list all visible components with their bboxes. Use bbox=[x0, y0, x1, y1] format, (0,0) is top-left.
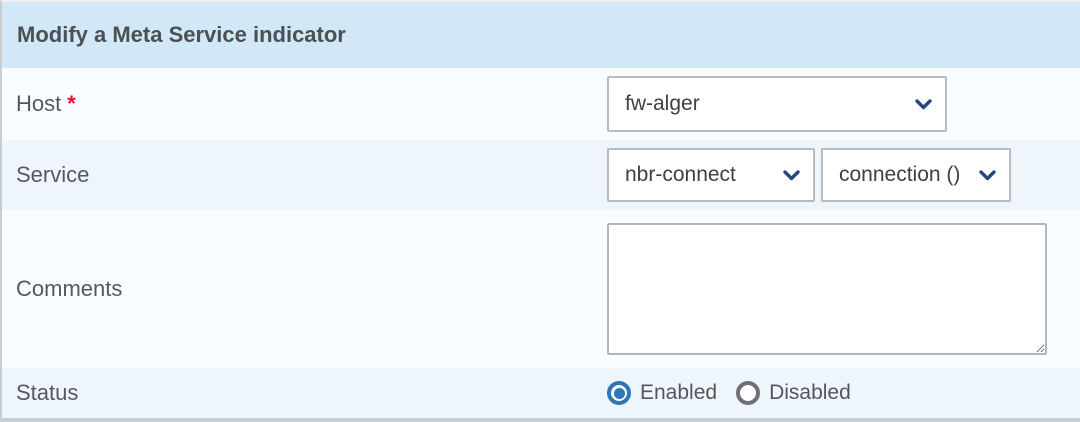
comments-label-cell: Comments bbox=[2, 276, 607, 302]
service-select[interactable]: nbr-connect bbox=[607, 148, 815, 202]
comments-row: Comments bbox=[2, 210, 1080, 368]
radio-dot bbox=[613, 387, 625, 399]
service-row: Service nbr-connect connection () bbox=[2, 140, 1080, 210]
metric-select[interactable]: connection () bbox=[821, 148, 1011, 202]
comments-textarea[interactable] bbox=[607, 223, 1047, 355]
status-field-cell: Enabled Disabled bbox=[607, 381, 851, 405]
form-header: Modify a Meta Service indicator bbox=[2, 2, 1080, 68]
service-field-cell: nbr-connect connection () bbox=[607, 148, 1011, 202]
radio-unselected-icon[interactable] bbox=[736, 381, 761, 405]
host-row: Host* fw-alger bbox=[2, 68, 1080, 140]
status-label-cell: Status bbox=[2, 380, 607, 406]
status-enabled-label: Enabled bbox=[640, 381, 718, 404]
service-select-value: nbr-connect bbox=[625, 163, 736, 186]
status-disabled-label: Disabled bbox=[769, 381, 851, 404]
host-select[interactable]: fw-alger bbox=[607, 76, 947, 132]
status-row: Status Enabled Disabled bbox=[2, 368, 1080, 418]
service-label-cell: Service bbox=[2, 162, 607, 188]
chevron-down-icon bbox=[979, 169, 996, 181]
host-label-cell: Host* bbox=[2, 91, 607, 117]
status-label: Status bbox=[16, 380, 79, 405]
chevron-down-icon bbox=[783, 169, 800, 181]
radio-selected-icon[interactable] bbox=[607, 381, 631, 405]
status-enabled-option[interactable]: Enabled bbox=[607, 381, 717, 405]
service-label: Service bbox=[16, 162, 90, 187]
status-disabled-option[interactable]: Disabled bbox=[736, 381, 851, 405]
page-title: Modify a Meta Service indicator bbox=[17, 22, 346, 47]
panel-bottom-border bbox=[2, 418, 1080, 422]
metric-select-value: connection () bbox=[839, 163, 961, 186]
chevron-down-icon bbox=[915, 98, 932, 110]
host-select-value: fw-alger bbox=[625, 92, 700, 115]
required-asterisk: * bbox=[67, 91, 76, 116]
host-label: Host bbox=[16, 91, 62, 116]
comments-field-cell bbox=[607, 223, 1047, 355]
status-radio-group: Enabled Disabled bbox=[607, 381, 851, 405]
host-field-cell: fw-alger bbox=[607, 76, 947, 132]
comments-label: Comments bbox=[16, 276, 123, 301]
